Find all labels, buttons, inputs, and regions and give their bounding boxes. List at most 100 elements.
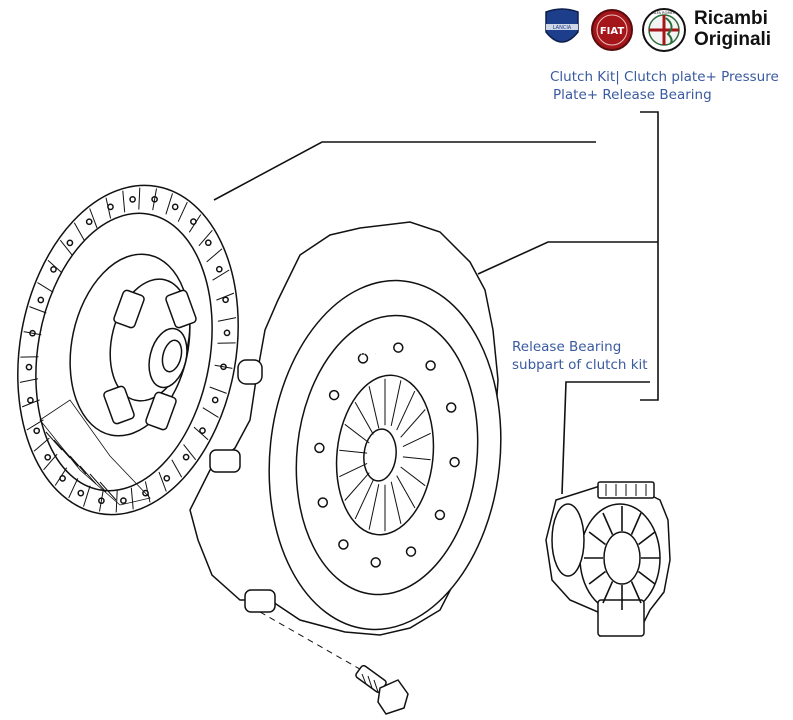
friction-groove — [198, 229, 213, 247]
friction-groove — [158, 471, 167, 492]
leader-release-bearing — [561, 381, 650, 495]
lancia-logo: LANCIA — [545, 8, 579, 43]
diaphragm-finger — [354, 401, 374, 435]
pressure-plate-hole — [405, 546, 417, 557]
clutch-kit-caption-line1: Clutch Kit| Clutch plate+ Pressure — [550, 69, 779, 85]
pressure-plate-hole — [449, 456, 460, 468]
damper-spring — [103, 385, 135, 425]
leader-clutch-plate — [213, 141, 596, 201]
friction-groove — [144, 481, 151, 503]
friction-rivet — [204, 239, 212, 247]
friction-groove — [19, 378, 39, 383]
friction-rivet — [199, 427, 206, 434]
diaphragm-fingers — [339, 378, 431, 532]
friction-groove — [54, 467, 68, 486]
pressure-plate-hole — [357, 353, 369, 364]
diaphragm-finger — [354, 479, 374, 520]
friction-rivet — [44, 453, 52, 461]
mounting-lug — [237, 359, 263, 385]
friction-rivet — [50, 266, 57, 273]
friction-groove — [43, 453, 58, 471]
diaphragm-finger — [368, 386, 380, 429]
friction-groove — [33, 437, 50, 452]
leader-lines — [213, 111, 659, 677]
friction-rivet — [223, 329, 231, 337]
friction-groove — [214, 364, 233, 369]
svg-text:LANCIA: LANCIA — [553, 25, 572, 31]
release-bearing-rib — [638, 570, 656, 585]
friction-rivet — [25, 363, 33, 371]
release-bearing-fork-pad — [597, 599, 645, 637]
diaphragm-finger — [400, 409, 426, 438]
release-bearing-bore — [603, 531, 641, 585]
brand-title: Ricambi Originali — [694, 8, 771, 50]
friction-groove — [130, 487, 134, 510]
pressure-plate-hole — [370, 557, 381, 568]
damper-spring — [145, 391, 177, 431]
friction-texture-hatch — [45, 431, 117, 501]
diaphragm-finger — [396, 475, 416, 509]
pressure-plate — [189, 221, 502, 636]
friction-groove — [138, 187, 141, 210]
release-bearing-caption: Release Bearing subpart of clutch kit — [512, 338, 648, 374]
friction-groove — [165, 193, 173, 215]
friction-groove — [83, 485, 91, 507]
bolt-thread — [361, 673, 379, 693]
diaphragm-finger — [402, 456, 431, 461]
diaphragm-finger — [344, 472, 370, 501]
friction-groove — [89, 208, 98, 229]
diaphragm-finger — [339, 462, 368, 478]
damper-spring — [165, 289, 197, 329]
brand-header: LANCIA FIAT ALFA ROMEO Ricambi Originali — [540, 6, 790, 54]
friction-groove — [217, 317, 237, 322]
friction-groove — [29, 306, 47, 314]
mounting-lug — [244, 589, 276, 613]
friction-groove — [47, 259, 63, 274]
release-bearing-rib — [588, 570, 606, 585]
pressure-plate-hole — [338, 539, 349, 550]
pressure-plate-hole — [445, 402, 457, 413]
release-bearing-caption-line2: subpart of clutch kit — [512, 357, 648, 373]
leader-pressure-plate — [477, 241, 658, 275]
friction-groove — [21, 399, 40, 408]
friction-groove — [115, 490, 118, 513]
diaphragm-finger — [400, 466, 426, 487]
friction-rivet — [33, 427, 41, 435]
friction-groove — [183, 444, 197, 461]
hub-bore — [161, 339, 183, 373]
release-bearing-rib — [638, 531, 656, 546]
friction-rivet — [211, 396, 219, 404]
pressure-plate-hole — [434, 509, 446, 521]
brand-title-line2: Originali — [694, 29, 772, 50]
pressure-plate-hole — [425, 360, 436, 371]
release-bearing — [545, 481, 671, 637]
mounting-lug — [209, 449, 241, 473]
friction-groove — [177, 201, 188, 222]
friction-groove — [68, 478, 79, 499]
release-bearing-tab-slots — [605, 484, 647, 496]
release-bearing-rib — [630, 512, 642, 535]
friction-texture — [39, 399, 151, 506]
friction-groove — [105, 197, 112, 219]
svg-text:FIAT: FIAT — [600, 26, 625, 37]
friction-groove — [37, 282, 54, 293]
diaphragm-finger — [396, 390, 416, 431]
release-bearing-rib — [630, 581, 642, 604]
friction-groove — [193, 426, 209, 441]
friction-groove — [188, 214, 202, 233]
friction-rivet — [182, 453, 190, 461]
diaphragm-finger — [402, 432, 431, 448]
friction-groove — [202, 407, 219, 418]
diaphragm-finger — [344, 423, 370, 444]
friction-groove — [206, 248, 223, 263]
clutch-kit-caption: Clutch Kit| Clutch plate+ Pressure Plate… — [550, 68, 779, 104]
alfa-romeo-logo: ALFA ROMEO — [642, 8, 686, 52]
diaphragm-finger — [390, 380, 402, 427]
pressure-plate-hole — [328, 389, 340, 401]
pressure-plate-hole — [317, 497, 329, 508]
release-bearing-rib — [602, 581, 614, 604]
friction-rivet — [77, 489, 85, 497]
friction-groove — [122, 190, 126, 213]
